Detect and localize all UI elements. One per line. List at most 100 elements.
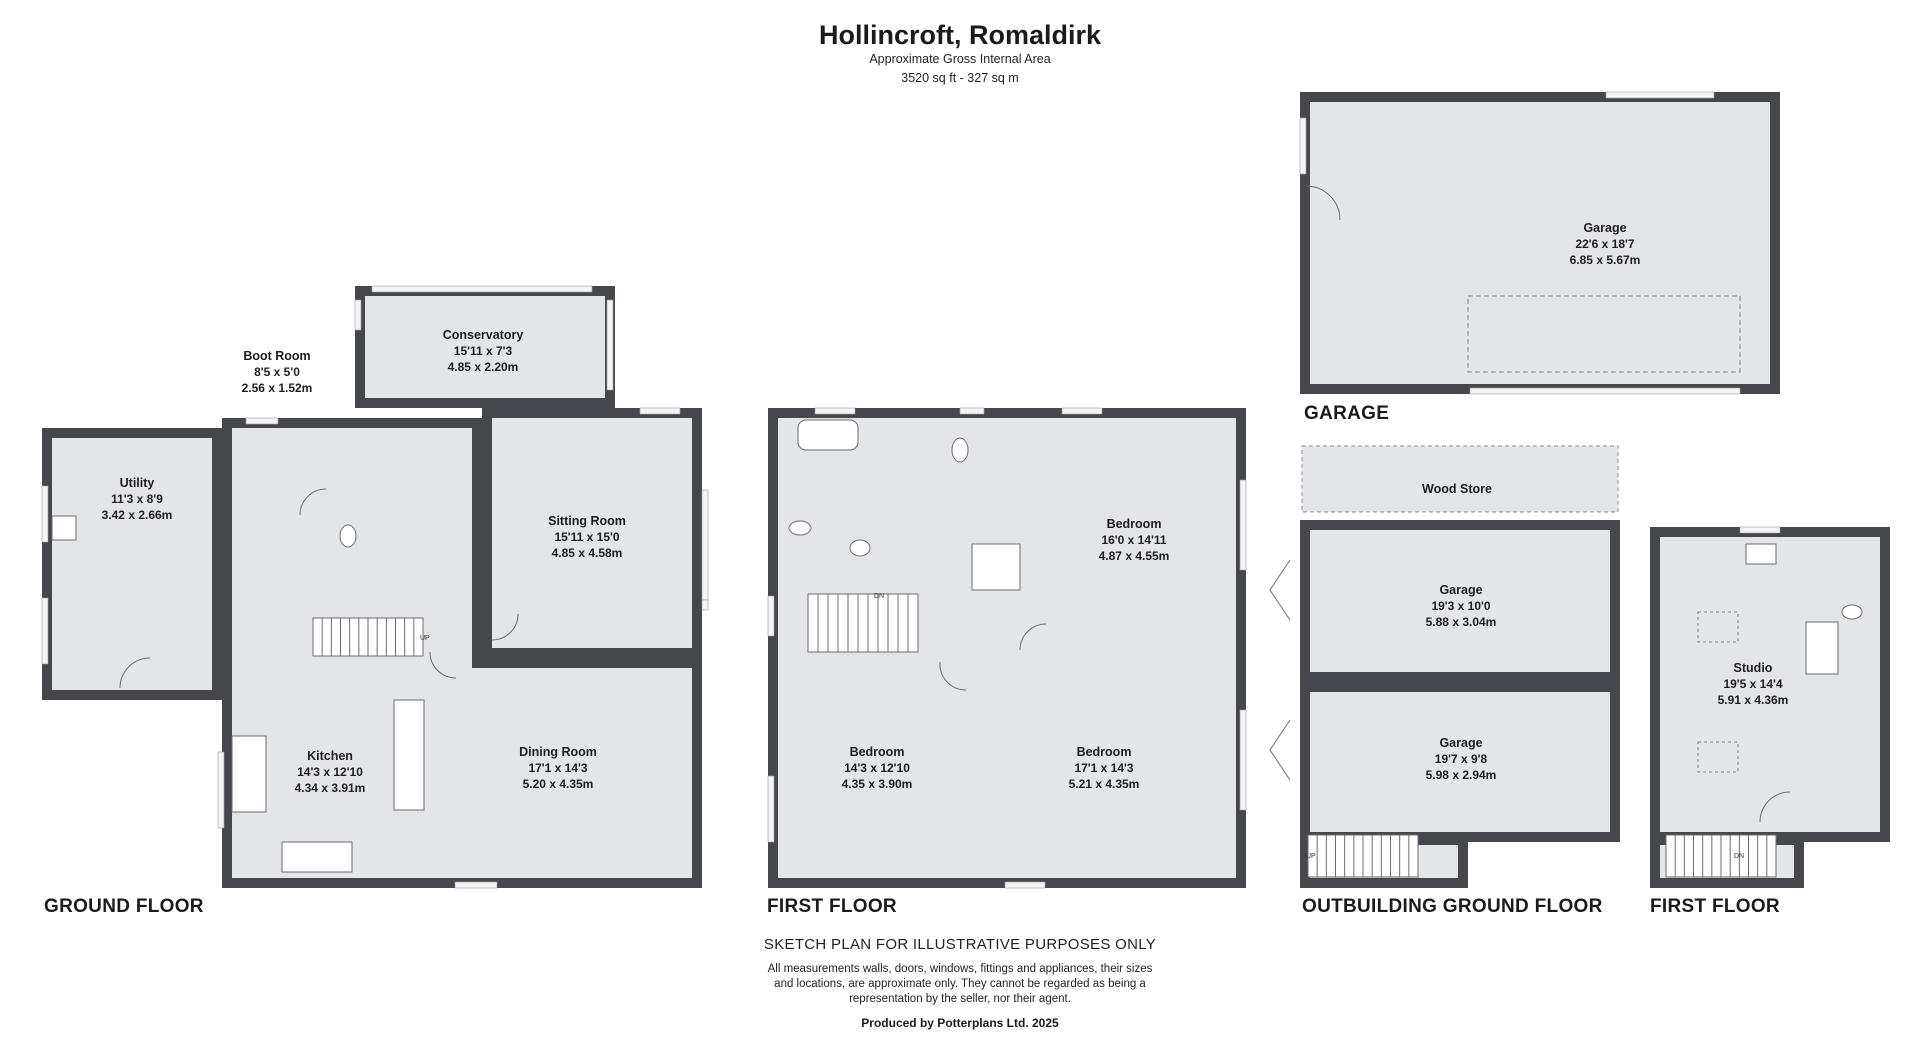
room-imperial: 16'0 x 14'11 [1101,533,1166,547]
ground-sitting-floor [492,418,692,648]
room-name: Dining Room [519,745,597,759]
window-14 [1239,479,1247,571]
stair-up-label-outbuilding: UP [1306,853,1316,860]
window-4 [354,299,362,331]
room-boot-room: Boot Room 8'5 x 5'0 2.56 x 1.52m [242,349,313,395]
floors [52,102,1880,878]
room-name: Kitchen [307,749,353,763]
room-name: Bedroom [1107,517,1162,531]
room-name: Bedroom [850,745,905,759]
room-imperial: 22'6 x 18'7 [1575,237,1634,251]
window-5 [606,299,614,391]
room-metric: 3.42 x 2.66m [102,508,173,522]
outbuilding-lower-garage-floor [1310,692,1610,832]
sketch-disclaimer: SKETCH PLAN FOR ILLUSTRATIVE PURPOSES ON… [763,936,1157,953]
room-metric: 5.21 x 4.35m [1069,777,1140,791]
window-20 [1299,117,1307,175]
window-11 [814,407,856,415]
room-metric: 5.20 x 4.35m [523,777,594,791]
room-wood-store: Wood Store [1422,482,1492,496]
room-metric: 4.87 x 4.55m [1099,549,1170,563]
toilet-first [788,520,812,536]
room-garage-lower: Garage 19'7 x 9'8 5.98 x 2.94m [1426,736,1497,782]
door-swing-1 [299,488,327,516]
door-swing-8 [1269,719,1291,781]
window-7 [701,489,709,601]
room-name: Utility [120,476,155,490]
room-imperial: 15'11 x 15'0 [554,530,619,544]
room-imperial: 19'5 x 14'4 [1723,677,1782,691]
window-15 [767,595,775,637]
window-21 [1469,387,1741,395]
room-metric: 5.98 x 2.94m [1426,768,1497,782]
area-caption: Approximate Gross Internal Area [869,52,1051,66]
gross-area: 3520 sq ft - 327 sq m [901,71,1019,85]
window-2 [245,417,279,425]
stair-first [807,593,919,653]
room-garage-upper: Garage 19'3 x 10'0 5.88 x 3.04m [1426,583,1497,629]
room-imperial: 17'1 x 14'3 [1074,761,1133,775]
window-19 [1605,91,1715,99]
room-imperial: 8'5 x 5'0 [254,365,300,379]
door-swing-0 [119,657,151,689]
room-name: Studio [1734,661,1773,675]
room-metric: 4.35 x 3.90m [842,777,913,791]
room-studio: Studio 19'5 x 14'4 5.91 x 4.36m [1718,661,1789,707]
room-name: Bedroom [1077,745,1132,759]
wall-details [41,91,1781,889]
ground-utility-floor [52,438,212,690]
room-name: Boot Room [243,349,310,363]
partition-10 [1300,670,1620,678]
label-first-floor: FIRST FLOOR [767,896,897,917]
kitchen-counter [231,735,267,813]
window-9 [217,751,225,829]
window-6 [639,407,681,415]
room-bedroom-2: Bedroom 14'3 x 12'10 4.35 x 3.90m [842,745,913,791]
room-imperial: 19'7 x 9'8 [1435,752,1488,766]
room-imperial: 14'3 x 12'10 [844,761,910,775]
studio-shower [1805,621,1839,675]
kitchen-island [393,699,425,811]
ground-conservatory-floor [365,296,605,398]
room-bedroom-3: Bedroom 17'1 x 14'3 5.21 x 4.35m [1069,745,1140,791]
stair-first-outline [807,593,919,653]
shower-tray [971,543,1021,591]
bath [797,419,859,451]
window-22 [1739,526,1781,534]
studio-block-floor [1660,537,1880,832]
room-imperial: 14'3 x 12'10 [297,765,363,779]
window-1 [41,597,49,665]
door-swing-2 [429,651,457,679]
room-name: Garage [1439,583,1482,597]
label-ground-floor: GROUND FLOOR [44,896,204,917]
room-garage-main: Garage 22'6 x 18'7 6.85 x 5.67m [1570,221,1641,267]
skylight-1 [1697,611,1739,643]
studio-toilet [1841,604,1863,620]
door-swing-5 [1019,623,1047,651]
stair-dn-label: DN [874,593,884,600]
outbuilding-upper-garage-floor [1310,530,1610,672]
window-3 [371,285,593,293]
room-metric: 4.85 x 4.58m [552,546,623,560]
studio-sink [1745,543,1777,565]
plan-title: Hollincroft, Romaldirk [818,20,1102,50]
room-name: Wood Store [1422,482,1492,496]
room-metric: 5.91 x 4.36m [1718,693,1789,707]
room-kitchen: Kitchen 14'3 x 12'10 4.34 x 3.91m [295,749,366,795]
stair-ground [312,617,424,657]
window-17 [1239,709,1247,811]
room-name: Conservatory [443,328,524,342]
door-swing-3 [491,613,519,641]
label-outbuilding-ground-floor: OUTBUILDING GROUND FLOOR [1302,896,1603,917]
window-0 [41,485,49,543]
utility-sink [51,515,77,541]
wood-store-floor [1301,445,1619,513]
toilet-ground [339,524,357,548]
window-8 [701,599,709,611]
garage-door-outline [1467,295,1741,373]
window-13 [1061,407,1103,415]
window-18 [1004,881,1046,889]
producer-credit: Produced by Potterplans Ltd. 2025 [861,1016,1059,1030]
room-imperial: 15'11 x 7'3 [454,344,513,358]
room-name: Sitting Room [548,514,626,528]
